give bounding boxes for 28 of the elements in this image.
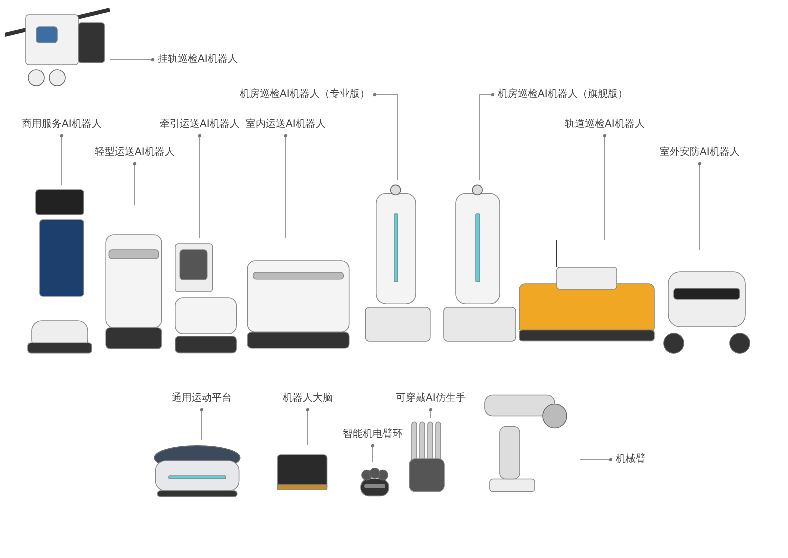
- callout-label: 室内运送AI机器人: [246, 118, 326, 132]
- callout-label: 商用服务AI机器人: [22, 118, 102, 132]
- leader-line: [698, 162, 702, 250]
- callout-label: 挂轨巡检AI机器人: [158, 53, 238, 67]
- leader-line: [480, 93, 495, 180]
- leader-line: [429, 408, 433, 418]
- leader-line: [200, 408, 204, 440]
- leader-line: [110, 58, 155, 62]
- leader-line: [306, 408, 310, 446]
- callout-label: 智能机电臂环: [343, 428, 403, 442]
- leader-line: [371, 444, 375, 462]
- callout-label: 轻型运送AI机器人: [95, 146, 175, 160]
- leader-line: [580, 458, 613, 462]
- callout-label: 机房巡检AI机器人（旗舰版）: [498, 88, 628, 102]
- callout-label: 机器人大脑: [283, 392, 333, 406]
- callout-label: 室外安防AI机器人: [660, 146, 740, 160]
- leader-line: [284, 134, 288, 238]
- callout-label: 通用运动平台: [172, 392, 232, 406]
- callout-label: 可穿戴AI仿生手: [396, 392, 466, 406]
- callout-label: 牵引运送AI机器人: [160, 118, 240, 132]
- callout-label: 机械臂: [616, 453, 646, 467]
- leader-line: [198, 134, 202, 238]
- callout-label: 轨道巡检AI机器人: [565, 118, 645, 132]
- leader-line: [603, 134, 607, 240]
- leader-line: [60, 134, 64, 186]
- leader-line: [133, 162, 137, 206]
- leader-line: [373, 93, 398, 180]
- callout-label: 机房巡检AI机器人（专业版）: [240, 88, 370, 102]
